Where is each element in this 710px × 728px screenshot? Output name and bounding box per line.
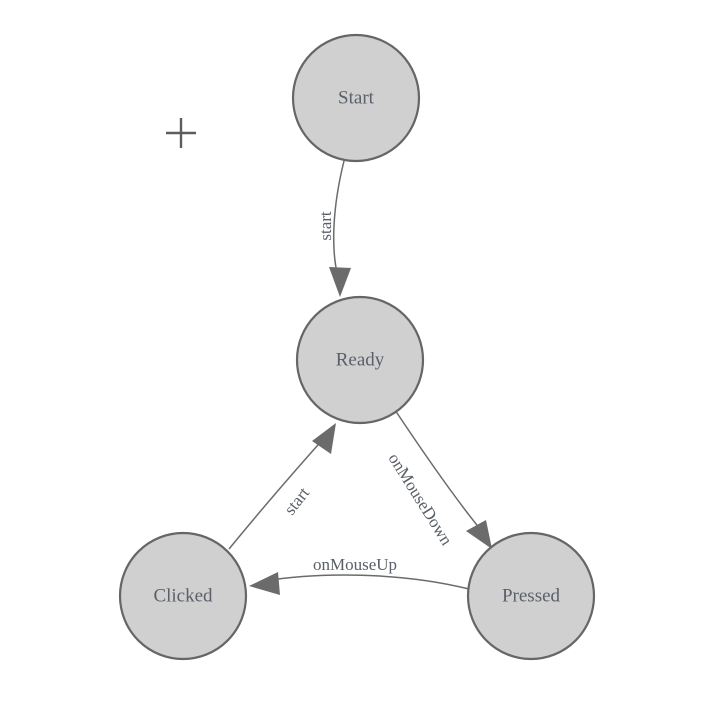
- state-node-pressed-label: Pressed: [502, 585, 561, 606]
- arrowhead-into-ready-bottom: [312, 423, 336, 454]
- state-node-clicked-circle[interactable]: [118, 531, 248, 661]
- state-node-ready-label: Ready: [336, 349, 385, 370]
- state-node-start-circle[interactable]: [291, 33, 421, 163]
- arrowhead-into-clicked: [249, 572, 280, 595]
- edge-clicked-to-ready[interactable]: start: [228, 423, 336, 550]
- state-node-start-label: Start: [338, 87, 375, 108]
- edge-start-to-ready[interactable]: start: [316, 160, 351, 297]
- state-node-clicked[interactable]: Clicked: [118, 531, 248, 661]
- edge-label-start-to-ready: start: [316, 211, 335, 241]
- state-node-pressed[interactable]: Pressed: [466, 531, 596, 661]
- state-node-ready-circle[interactable]: [295, 295, 425, 425]
- state-node-clicked-label: Clicked: [153, 585, 213, 606]
- edge-label-pressed-to-clicked: onMouseUp: [313, 555, 397, 574]
- state-node-start[interactable]: Start: [291, 33, 421, 163]
- state-node-ready[interactable]: Ready: [295, 295, 425, 425]
- arrowhead-into-pressed: [466, 520, 492, 549]
- plus-marker: [166, 118, 196, 148]
- state-node-pressed-circle[interactable]: [466, 531, 596, 661]
- edge-pressed-to-clicked[interactable]: onMouseUp: [249, 555, 470, 595]
- arrowhead-into-ready-top: [329, 267, 351, 297]
- edge-ready-to-pressed[interactable]: onMouseDown: [385, 409, 492, 549]
- edge-label-ready-to-pressed: onMouseDown: [385, 450, 457, 549]
- edge-label-clicked-to-ready: start: [280, 483, 313, 518]
